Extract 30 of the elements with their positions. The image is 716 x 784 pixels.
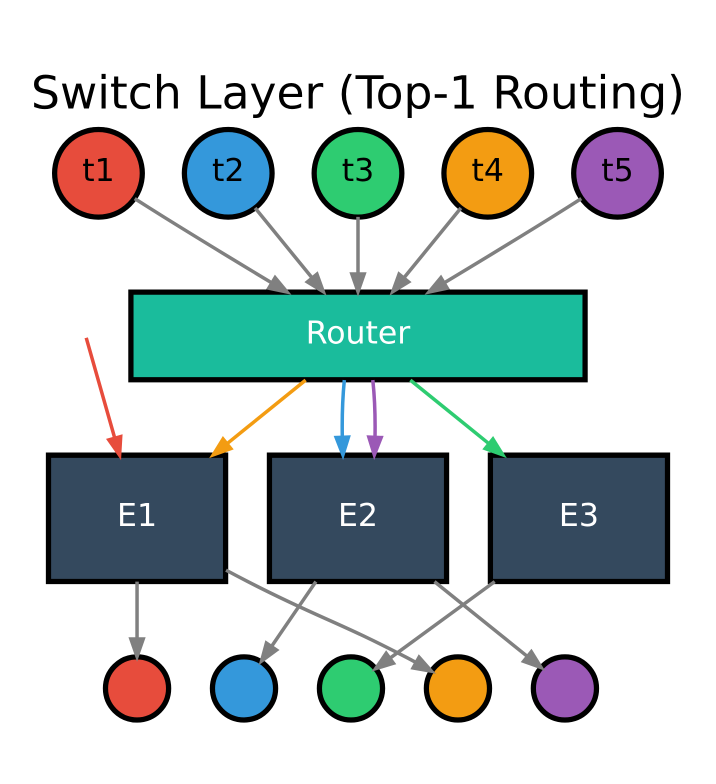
arrow [258, 580, 318, 665]
node-circle [102, 654, 172, 722]
arrow [424, 196, 582, 294]
arrow [334, 379, 351, 460]
arrow [433, 580, 546, 670]
node-circle: t3 [312, 126, 404, 220]
arrow [134, 196, 292, 294]
arrow [225, 568, 436, 674]
node-box: E3 [488, 452, 670, 584]
node-box: E1 [46, 452, 228, 584]
node-box: Router [128, 288, 588, 382]
node-circle: t4 [441, 126, 534, 220]
node-circle [316, 654, 386, 722]
arrow [409, 378, 507, 458]
node-circle [424, 654, 492, 722]
node-circle [530, 654, 600, 722]
node-circle: t2 [182, 126, 275, 220]
node-circle: t5 [571, 126, 664, 220]
diagram-title: Switch Layer (Top-1 Routing) [31, 66, 685, 120]
arrow [209, 378, 307, 458]
arrow [389, 206, 462, 296]
arrow [366, 379, 384, 460]
arrow [371, 580, 496, 672]
node-box: E2 [266, 452, 450, 584]
arrow [349, 216, 367, 296]
node-circle [210, 654, 278, 722]
arrow [254, 206, 327, 296]
arrow [84, 336, 123, 460]
node-circle: t1 [52, 126, 145, 220]
arrow [128, 581, 146, 662]
